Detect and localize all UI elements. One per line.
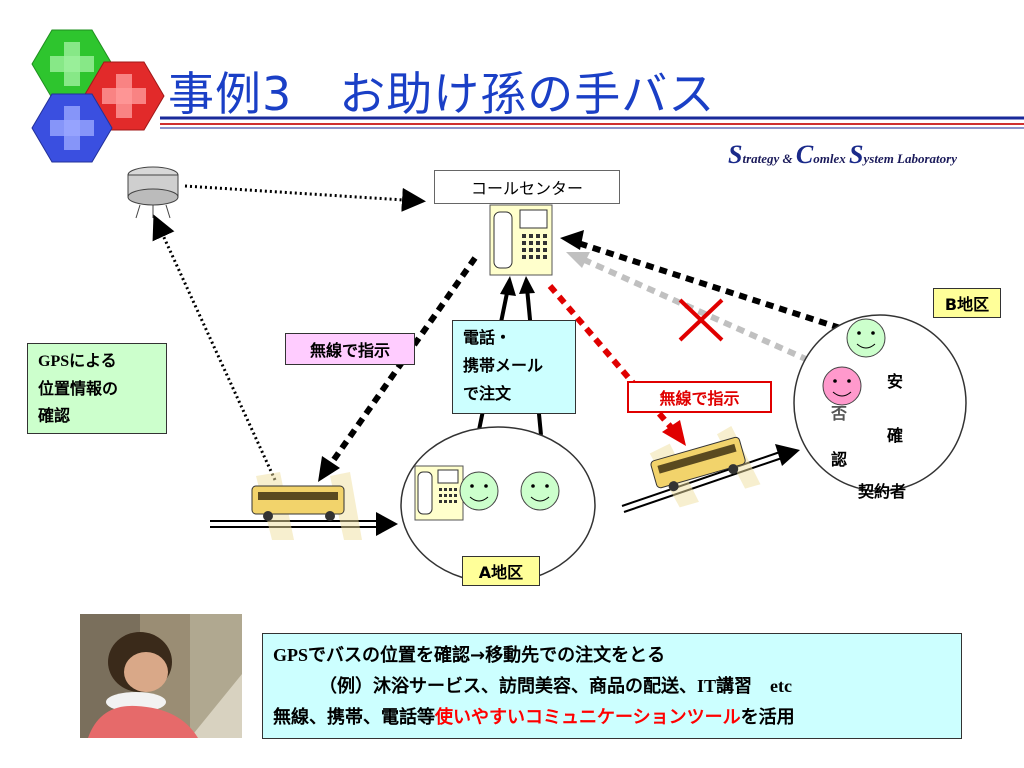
area-b-circle [793, 314, 967, 492]
gps-receiver-icon [127, 166, 179, 219]
home-phone-icon [414, 465, 464, 521]
contractor-pink-smiley-icon [822, 366, 862, 406]
resident-smiley-icon [459, 471, 499, 511]
bus-to-gps-link [152, 214, 277, 481]
gps-to-callcenter-link [184, 184, 426, 212]
anpi-char-kaku: 確 [887, 426, 904, 445]
person-photo [80, 614, 242, 738]
summary-line-1: GPSでバスの位置を確認→移動先での注文をとる [273, 645, 666, 666]
area-a-label: A地区 [462, 556, 540, 586]
anpi-char-pi: 否 [831, 404, 848, 423]
radio-instruction-right-label: 無線で指示 [627, 381, 772, 413]
summary-line-3: 無線、携帯、電話等使いやすいコミュニケーションツールを活用 [273, 707, 795, 728]
anpi-char-nin: 認 [831, 450, 848, 469]
lab-logo: Strategy & Comlex System Laboratory [728, 140, 957, 169]
gps-info-box: GPSによる 位置情報の 確認 [27, 343, 167, 434]
contractor-label: 契約者 [858, 482, 907, 501]
header-decoration [31, 29, 1024, 163]
order-method-box: 電話・ 携帯メール で注文 [452, 320, 576, 414]
anpi-char-an: 安 [887, 372, 904, 391]
bus-right-icon [649, 425, 761, 508]
area-b-label: B地区 [933, 288, 1001, 318]
system-diagram [127, 166, 967, 584]
hexagon-cluster-icon [31, 29, 165, 163]
cancel-x-icon [678, 298, 724, 342]
callcenter-phone-icon [489, 204, 553, 276]
contractor-smiley-icon [846, 318, 886, 358]
road-left [210, 512, 398, 536]
page-title: 事例3 お助け孫の手バス [168, 67, 716, 121]
bus-left-icon [251, 472, 362, 540]
call-center-label: コールセンター [434, 170, 620, 204]
radio-instruction-left-label: 無線で指示 [285, 333, 415, 365]
resident-smiley-icon [520, 471, 560, 511]
contractor-to-callcenter-arrow [574, 239, 841, 331]
summary-box: GPSでバスの位置を確認→移動先での注文をとる （例）沐浴サービス、訪問美容、商… [262, 633, 962, 739]
road-right [621, 444, 800, 513]
